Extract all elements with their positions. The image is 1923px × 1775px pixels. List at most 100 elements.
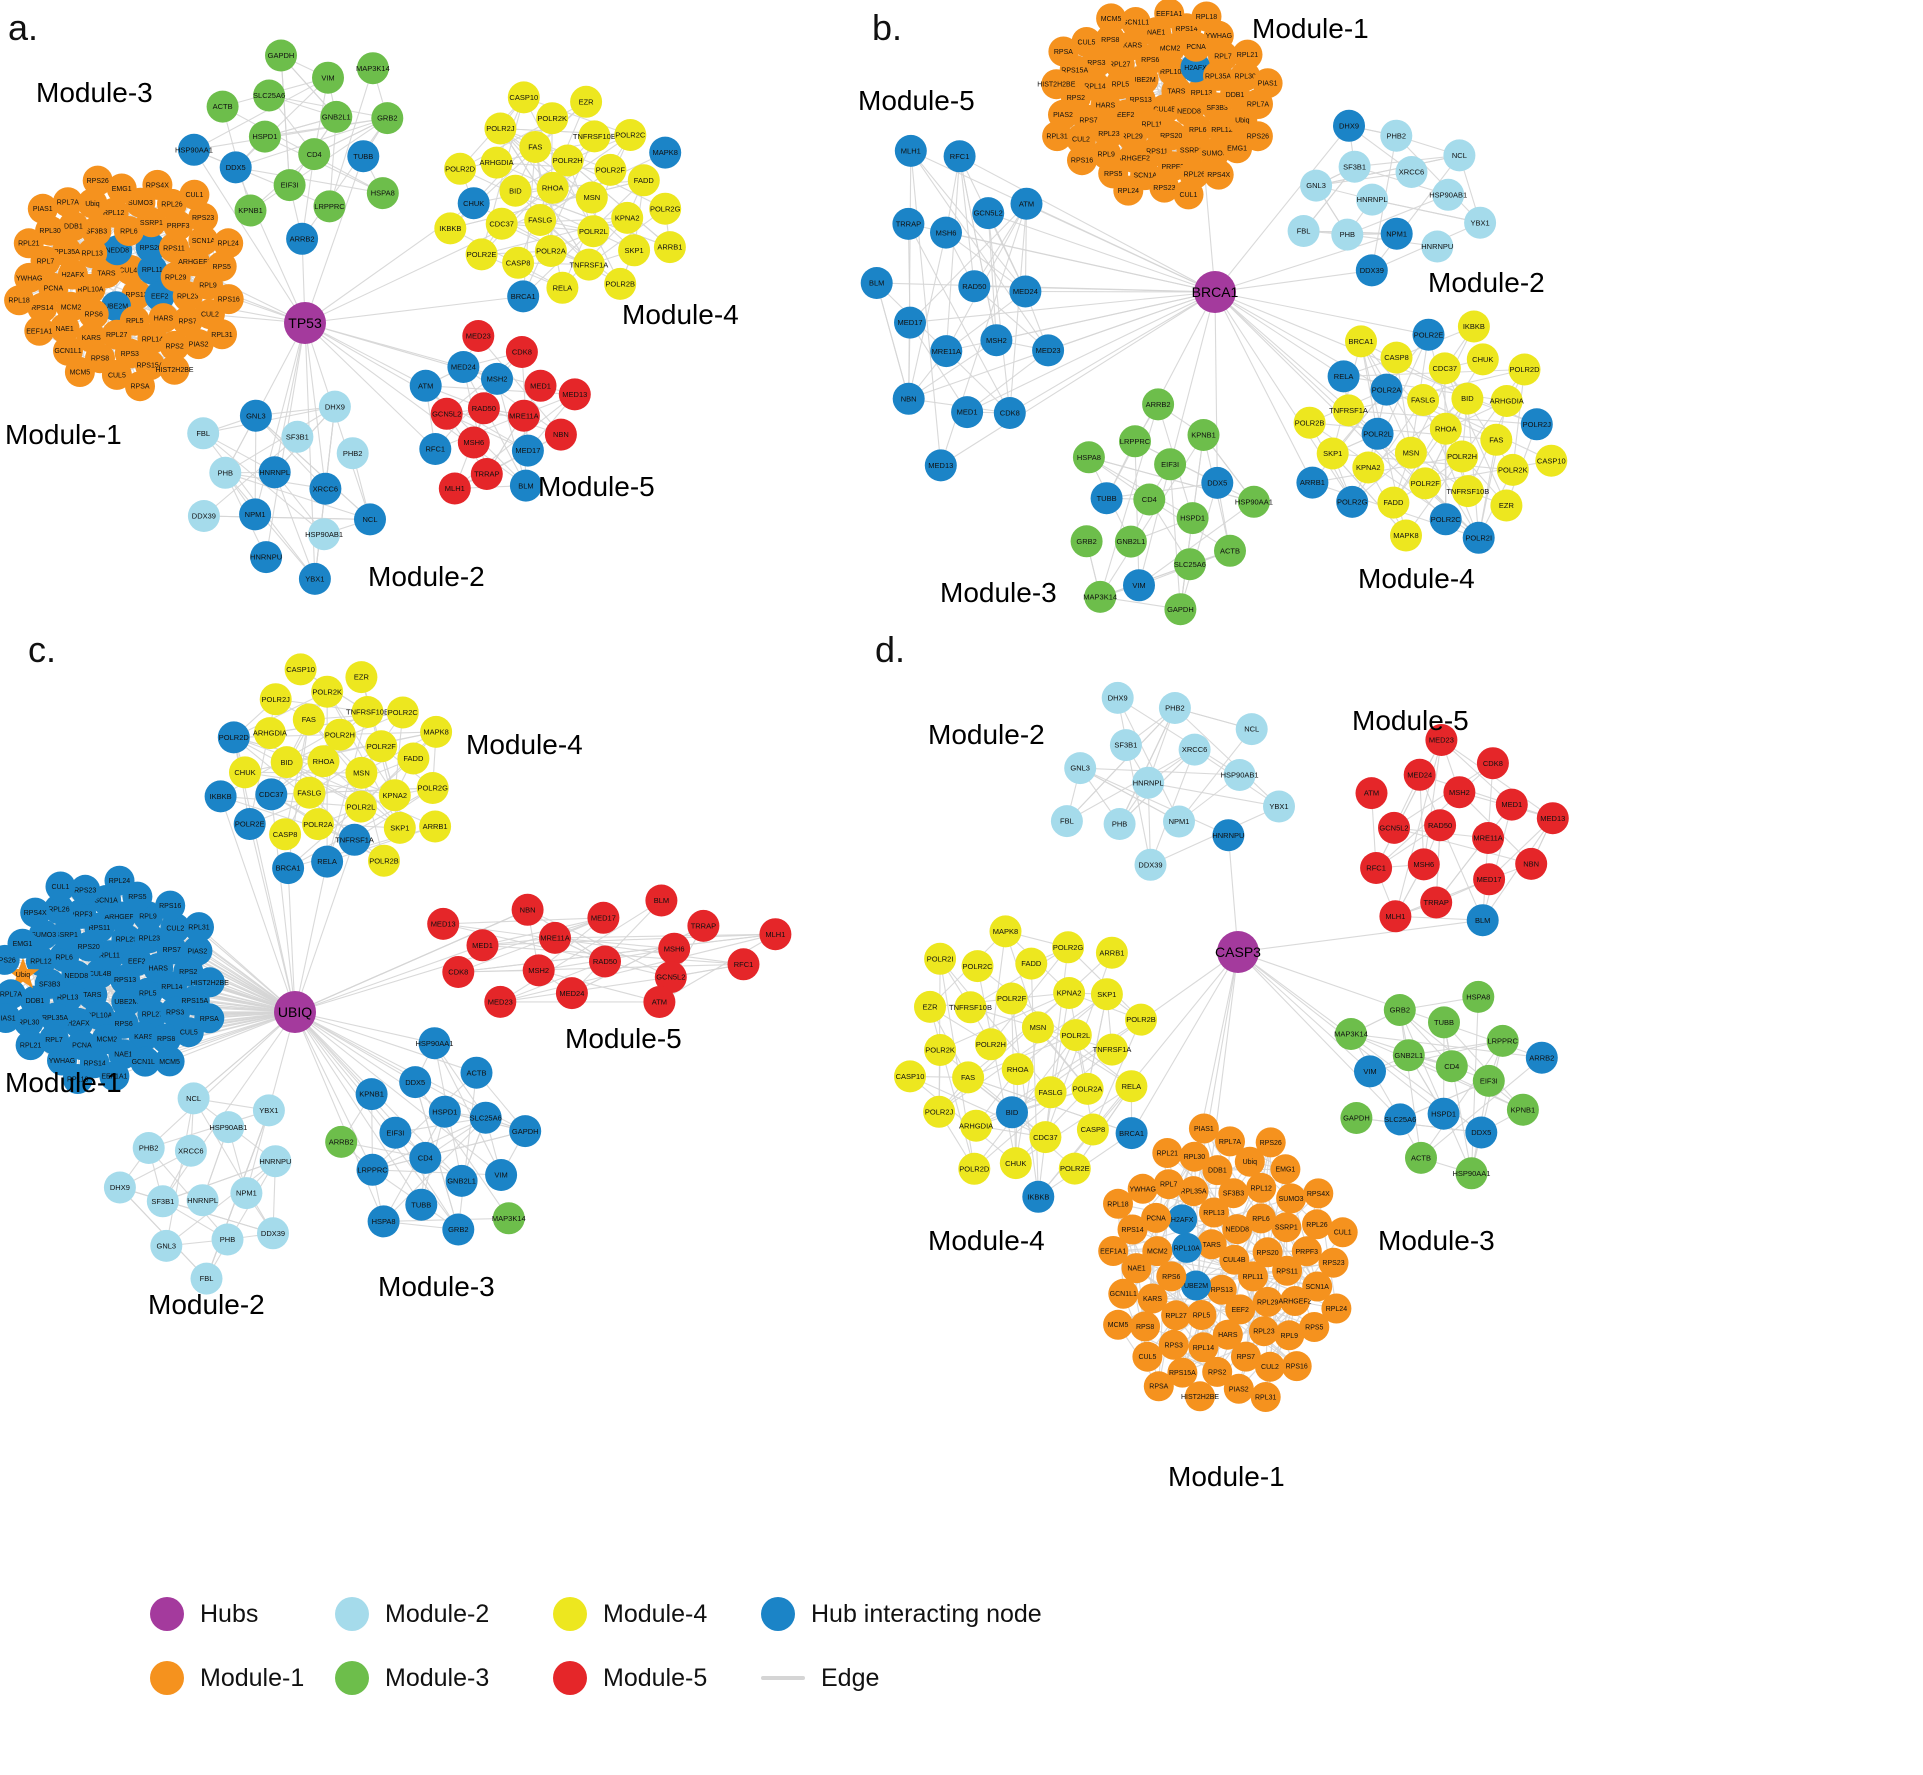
node-label: HNRNPL — [1357, 195, 1388, 204]
node-label: RPL27 — [142, 1012, 164, 1019]
network-node — [1158, 692, 1191, 724]
network-node — [1095, 24, 1126, 55]
node-label: RPL5 — [1193, 1313, 1211, 1320]
network-node — [194, 1003, 225, 1034]
node-label: RPL35A — [1205, 73, 1231, 80]
node-label: TARS — [1167, 89, 1185, 96]
hub-edge — [1214, 291, 1429, 336]
network-node — [1466, 343, 1499, 376]
network-node — [1435, 1050, 1468, 1083]
node-label: RHOA — [313, 757, 335, 766]
hub-node — [274, 991, 316, 1033]
node-label: EZR — [354, 673, 370, 682]
node-label: SLC25A6 — [470, 1113, 502, 1122]
network-node — [137, 254, 168, 285]
network-node — [1515, 847, 1548, 880]
hub-edge — [198, 926, 296, 1013]
network-node — [213, 228, 244, 259]
network-node — [442, 956, 475, 988]
network-node — [234, 194, 267, 227]
node-label: RPL11 — [1243, 1274, 1264, 1281]
node-label: RPS2 — [165, 343, 183, 350]
network-node — [1299, 1312, 1330, 1342]
network-node — [578, 120, 611, 153]
edge — [1015, 1085, 1132, 1164]
node-label: NEDD8 — [64, 973, 88, 980]
network-node — [1176, 502, 1209, 535]
network-node — [307, 745, 340, 778]
edge — [1134, 441, 1140, 586]
hub-edge — [1237, 951, 1401, 1120]
network-node — [894, 1060, 926, 1093]
network-node — [485, 1159, 518, 1191]
network-node — [1335, 1018, 1367, 1050]
node-label: MED24 — [559, 989, 584, 998]
module-label: Module-4 — [466, 729, 583, 760]
node-label: SUMO3 — [128, 200, 153, 207]
node-label: RPS4X — [24, 910, 47, 917]
network-node — [399, 1066, 432, 1099]
edge — [165, 1160, 276, 1247]
node-label: GNL3 — [157, 1242, 177, 1251]
network-node — [111, 924, 142, 955]
node-label: POLR2J — [486, 124, 515, 133]
network-node — [1395, 156, 1428, 188]
node-label: RPL10A — [1174, 1245, 1200, 1252]
nodes-layer: HNRNPLXRCC6NPM1SF3B1HSP90AB1PHBPHB2HNRNP… — [894, 681, 1569, 1412]
node-label: SLC25A6 — [1174, 560, 1206, 569]
hub-label: UBIQ — [278, 1004, 312, 1020]
node-label: PIAS2 — [187, 948, 207, 955]
node-label: RPSA — [1054, 49, 1073, 56]
network-node — [409, 1141, 442, 1174]
node-label: MAP3K14 — [1334, 1030, 1368, 1039]
network-node — [1066, 124, 1096, 154]
node-label: RPS3 — [1165, 1342, 1183, 1349]
module-4-swatch-icon — [553, 1597, 587, 1631]
network-node — [649, 192, 682, 225]
node-label: UBE2M — [114, 999, 138, 1006]
network-node — [485, 207, 518, 240]
node-label: MED23 — [466, 332, 491, 341]
node-label: MSN — [353, 769, 370, 778]
node-label: MRE11A — [1473, 834, 1502, 843]
node-label: MSH6 — [664, 944, 685, 953]
edge — [443, 923, 744, 965]
node-label: RPS2 — [1208, 1369, 1226, 1376]
node-label: HIST2H2BE — [155, 367, 193, 374]
node-label: EIF3I — [1480, 1077, 1498, 1086]
network-node — [1132, 1341, 1163, 1372]
node-label: MLH1 — [1385, 912, 1405, 921]
node-label: RPSA — [130, 384, 149, 391]
network-node — [409, 369, 442, 402]
legend-label: Edge — [821, 1663, 880, 1692]
hub-edge — [304, 322, 426, 387]
node-label: YWHAG — [1206, 33, 1232, 40]
network-node — [1071, 1072, 1104, 1105]
edge — [328, 68, 374, 207]
node-label: BID — [509, 186, 522, 195]
network-node — [270, 746, 303, 779]
node-label: NPM1 — [1386, 229, 1407, 238]
network-node — [286, 222, 319, 255]
node-label: EEF1A1 — [101, 1074, 127, 1081]
edge — [1419, 774, 1553, 819]
edge — [1482, 804, 1513, 921]
network-node — [1125, 1003, 1157, 1036]
node-label: MED24 — [1013, 287, 1038, 296]
network-node — [366, 177, 399, 210]
node-label: POLR2F — [367, 742, 397, 751]
legend-item-module-1: Module-1 — [150, 1661, 335, 1695]
edge — [909, 203, 1027, 323]
network-node — [78, 299, 109, 330]
node-label: RHOA — [1435, 424, 1457, 433]
node-label: FBL — [1297, 227, 1311, 236]
node-label: RPS6 — [85, 312, 103, 319]
node-label: RPL23 — [1098, 131, 1120, 138]
network-node — [151, 1023, 182, 1054]
node-label: KARS — [134, 1034, 153, 1041]
network-node — [1302, 1271, 1333, 1302]
node-label: DHX9 — [1339, 121, 1359, 130]
hub-edge — [1138, 291, 1216, 586]
hub-node — [1194, 271, 1236, 313]
network-node — [1237, 485, 1270, 518]
